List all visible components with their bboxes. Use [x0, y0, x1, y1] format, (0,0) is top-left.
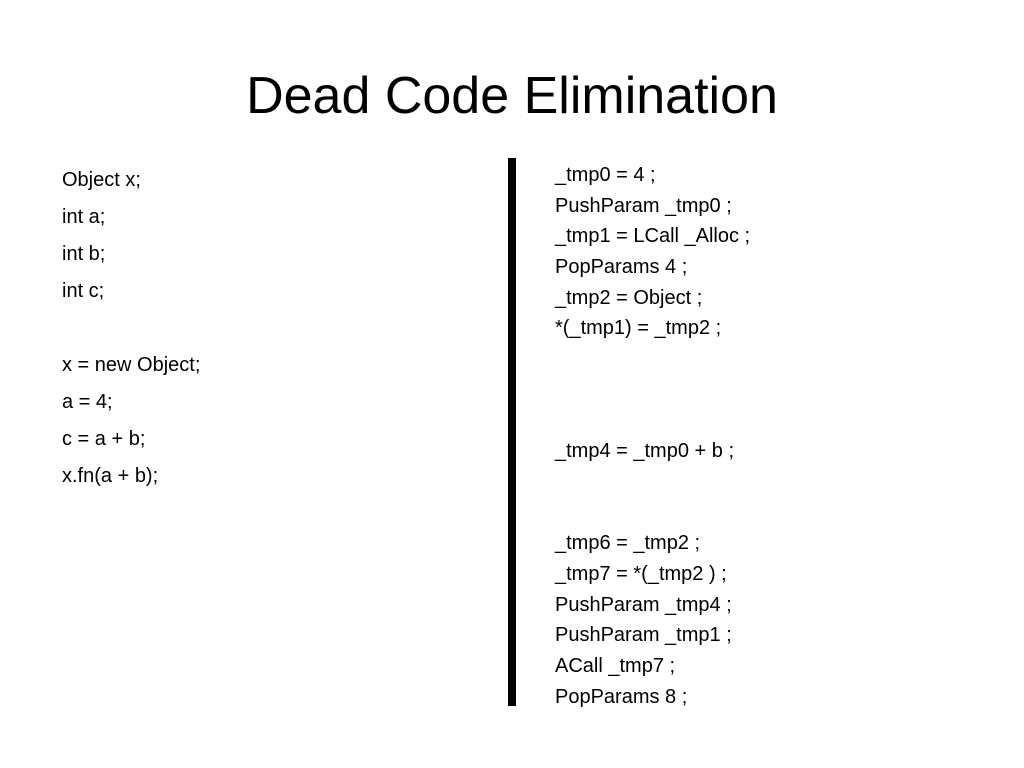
- source-code-line: int a;: [62, 206, 106, 228]
- source-code-line: int b;: [62, 243, 106, 265]
- tac-code-line: [555, 498, 995, 529]
- tac-code-line: _tmp2 = Object ;: [555, 286, 703, 309]
- tac-code-line: _tmp6 = _tmp2 ;: [555, 532, 701, 555]
- tac-code-line: [555, 406, 995, 437]
- tac-code-line: PushParam _tmp0 ;: [555, 194, 732, 217]
- tac-code-line: _tmp0 = 4 ;: [555, 164, 656, 186]
- tac-code-block: _tmp0 = 4 ; PushParam _tmp0 ; _tmp1 = LC…: [555, 160, 995, 712]
- tac-code-line: _tmp7 = *(_tmp2 ) ;: [555, 562, 727, 585]
- tac-code-line: [555, 344, 995, 375]
- source-code-block: Object x; int a; int b; int c; x = new O…: [62, 164, 462, 497]
- source-code-line: c = a + b;: [62, 428, 146, 450]
- tac-code-line: [555, 375, 995, 406]
- source-code-line: int c;: [62, 280, 105, 302]
- tac-code-line: _tmp1 = LCall _Alloc ;: [555, 225, 751, 248]
- tac-code-line: PopParams 4 ;: [555, 256, 688, 279]
- source-code-line: a = 4;: [62, 391, 113, 413]
- column-divider: [508, 158, 516, 706]
- source-code-line: Object x;: [62, 169, 141, 191]
- source-code-line: x = new Object;: [62, 354, 201, 376]
- tac-code-line: _tmp4 = _tmp0 + b ;: [555, 440, 734, 463]
- tac-code-line: [555, 467, 995, 498]
- source-code-line: x.fn(a + b);: [62, 465, 159, 487]
- tac-code-line: PopParams 8 ;: [555, 685, 688, 708]
- tac-code-line: *(_tmp1) = _tmp2 ;: [555, 317, 722, 340]
- source-code-line: [62, 312, 462, 349]
- tac-code-line: ACall _tmp7 ;: [555, 655, 676, 677]
- tac-code-line: PushParam _tmp1 ;: [555, 624, 732, 647]
- slide-title: Dead Code Elimination: [246, 67, 778, 125]
- tac-code-line: PushParam _tmp4 ;: [555, 593, 732, 616]
